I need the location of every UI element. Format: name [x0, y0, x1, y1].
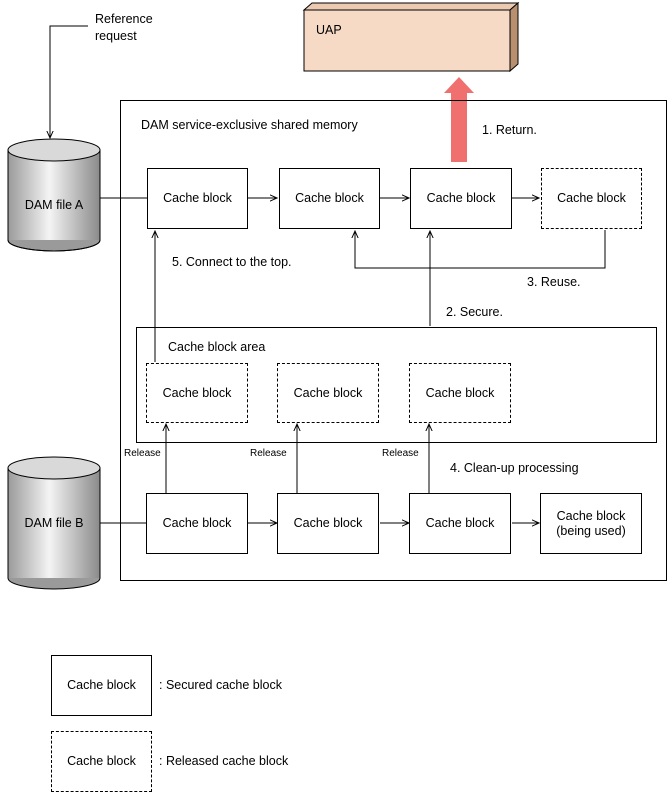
- uap-box: [302, 1, 520, 73]
- shared-memory-container: [120, 100, 667, 581]
- dam-file-a-cylinder: [7, 138, 101, 252]
- row-a-cache-block-1: Cache block: [147, 168, 248, 229]
- row-b-cache-block-3: Cache block: [409, 493, 511, 554]
- reference-request-arrow: [50, 25, 88, 138]
- area-cache-block-2: Cache block: [277, 363, 379, 423]
- area-cache-block-1: Cache block: [146, 363, 248, 423]
- dam-file-b-cylinder: [7, 456, 101, 590]
- legend-released-box: Cache block: [51, 731, 152, 792]
- row-a-cache-block-2: Cache block: [279, 168, 380, 229]
- reference-request-label-line2: request: [95, 29, 137, 43]
- step-cleanup-label: 4. Clean-up processing: [450, 461, 579, 475]
- legend-secured-meaning: : Secured cache block: [159, 678, 282, 692]
- legend-secured-box: Cache block: [51, 655, 152, 716]
- uap-label: UAP: [316, 23, 342, 37]
- dam-file-a-label: DAM file A: [24, 198, 84, 212]
- reuse-arrow: [355, 230, 606, 269]
- reference-request-label-line1: Reference: [95, 12, 153, 26]
- step-secure-label: 2. Secure.: [446, 305, 503, 319]
- step-connect-label: 5. Connect to the top.: [172, 255, 292, 269]
- row-b-cache-block-being-used: Cache block (being used): [540, 493, 642, 554]
- step-reuse-label: 3. Reuse.: [527, 275, 581, 289]
- release-label-3: Release: [382, 448, 419, 459]
- shared-memory-label: DAM service-exclusive shared memory: [141, 118, 358, 132]
- release-label-1: Release: [124, 448, 161, 459]
- area-cache-block-3: Cache block: [409, 363, 511, 423]
- step-return-label: 1. Return.: [482, 123, 537, 137]
- cache-block-area-label: Cache block area: [168, 340, 266, 354]
- row-b-cache-block-1: Cache block: [146, 493, 248, 554]
- legend-released-meaning: : Released cache block: [159, 754, 289, 768]
- row-b-cache-block-2: Cache block: [277, 493, 379, 554]
- return-arrow: [444, 77, 474, 162]
- dam-file-b-label: DAM file B: [24, 516, 84, 530]
- row-a-cache-block-3: Cache block: [410, 168, 512, 229]
- row-a-cache-block-4-released: Cache block: [541, 168, 642, 229]
- cache-block-area: [136, 327, 657, 443]
- release-label-2: Release: [250, 448, 287, 459]
